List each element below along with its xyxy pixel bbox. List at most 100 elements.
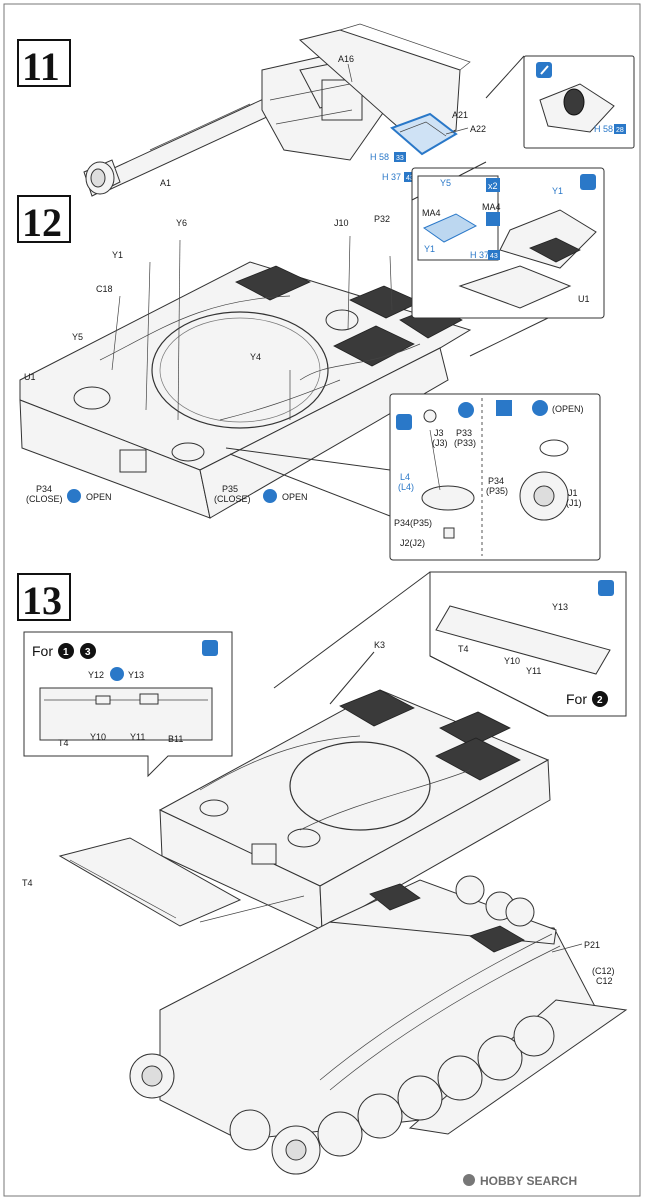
label-y6: Y6 xyxy=(176,218,187,228)
label-u1: U1 xyxy=(24,372,36,382)
label-p21: P21 xyxy=(584,940,600,950)
glue-icon-13a xyxy=(202,640,218,656)
inset-j1p: (J1) xyxy=(566,498,582,508)
label-t4: T4 xyxy=(22,878,33,888)
inset-left-y13: Y13 xyxy=(128,670,144,680)
rear-plate-t4 xyxy=(58,837,242,927)
water-drop-icon xyxy=(486,212,500,226)
inset-l4: L4 xyxy=(400,472,410,482)
label-a22: A22 xyxy=(470,124,486,134)
turret-frame-edge xyxy=(339,23,471,71)
inset-left-b11: B11 xyxy=(168,734,183,744)
glue-icon-13b xyxy=(598,580,614,596)
gun-barrel-a1 xyxy=(83,95,283,197)
step-11-number: 11 xyxy=(22,44,60,89)
inset-j3p: (J3) xyxy=(432,438,448,448)
road-wheels xyxy=(129,875,555,1175)
label-c18: C18 xyxy=(96,284,113,294)
step-13-box xyxy=(17,573,71,621)
ref-h37: H 37 xyxy=(382,172,401,182)
glue-icon-12b xyxy=(396,414,412,430)
hobby-search-watermark: HOBBY SEARCH xyxy=(463,1174,577,1188)
label-open-2: OPEN xyxy=(282,492,308,502)
rotate-icon-1 xyxy=(67,489,81,503)
inset-right-for: For xyxy=(566,691,587,707)
inset-left-t4: T4 xyxy=(58,738,69,748)
step-12-box xyxy=(17,195,71,243)
step-13-inset-left: For 1 3 Y12 Y13 T4 Y10 Y11 B11 xyxy=(23,631,233,778)
ref-h58-badge xyxy=(394,152,406,162)
inset-ref: H 58 xyxy=(594,124,613,134)
antenna-k3 xyxy=(329,651,375,705)
inset-right-y13: Y13 xyxy=(552,602,568,612)
inset-p34p35: P34(P35) xyxy=(394,518,432,528)
step-13-number: 13 xyxy=(22,578,62,623)
label-a21: A21 xyxy=(452,110,468,120)
inset-ref: H 37 xyxy=(470,250,489,260)
inset-j1: J1 xyxy=(568,488,578,498)
hull-deck-12 xyxy=(19,261,472,519)
label-y5: Y5 xyxy=(72,332,83,342)
inset-right-y10: Y10 xyxy=(504,656,520,666)
label-p34: P34 xyxy=(36,484,52,494)
circle-2 xyxy=(592,691,608,707)
label-k3: K3 xyxy=(374,640,385,650)
step-12-inset-top: Y5 MA4 MA4 Y1 x2 H 37 43 Y1 U1 xyxy=(411,161,605,357)
glue-icon-12 xyxy=(580,174,596,190)
inset-y5: Y5 xyxy=(440,178,451,188)
step-13: 13 For 1 3 Y12 Y13 T4 Y10 Y11 B11 xyxy=(17,571,628,1175)
inset-j2: J2(J2) xyxy=(400,538,425,548)
ref-h37-badge xyxy=(404,172,416,182)
page-border xyxy=(3,3,641,1197)
inset-right-y11: Y11 xyxy=(526,666,541,676)
label-a16: A16 xyxy=(338,54,354,64)
inset-p35p: (P35) xyxy=(486,486,508,496)
inset-left-y12: Y12 xyxy=(88,670,104,680)
inset-ref-num: 43 xyxy=(490,253,498,260)
inset-l4p: (L4) xyxy=(398,482,414,492)
label-p34-close: (CLOSE) xyxy=(26,494,63,504)
hobby-search-logo xyxy=(463,1174,475,1186)
circle-3 xyxy=(80,643,96,659)
inset-p33: P33 xyxy=(456,428,472,438)
inset-left-y11: Y11 xyxy=(130,732,145,742)
label-p32: P32 xyxy=(374,214,390,224)
inset-ma4-right: MA4 xyxy=(482,202,501,212)
step-11: 11 A16 A21 A22 A1 H 58 33 H 37 xyxy=(17,23,635,197)
inset-ref-num: 28 xyxy=(616,127,624,134)
label-c12-paren: (C12) xyxy=(592,966,615,976)
rotate-icon-2 xyxy=(263,489,277,503)
inset-p34: P34 xyxy=(488,476,504,486)
label-p35: P35 xyxy=(222,484,238,494)
label-a1: A1 xyxy=(160,178,171,188)
watermark-brand: HOBBY SEARCH xyxy=(480,1174,577,1188)
x2-badge xyxy=(486,178,500,192)
ref-h37-num: 43 xyxy=(406,175,414,182)
step-12-number: 12 xyxy=(22,200,62,245)
rotate-icon-3 xyxy=(458,402,474,418)
part-a22-highlight xyxy=(390,112,458,156)
label-c12: C12 xyxy=(596,976,613,986)
inset-right-t4: T4 xyxy=(458,644,469,654)
circle-1 xyxy=(58,643,74,659)
ref-h58-num: 33 xyxy=(396,155,404,162)
circle-3-text: 3 xyxy=(85,647,91,658)
inset-u1: U1 xyxy=(578,294,590,304)
circle-1-text: 1 xyxy=(63,647,69,658)
inset-ma4-left: MA4 xyxy=(422,208,441,218)
step-13-inset-right: Y13 T4 Y10 Y11 For 2 xyxy=(273,571,627,717)
inset-y1-right: Y1 xyxy=(552,186,563,196)
label-p35-close: (CLOSE) xyxy=(214,494,251,504)
step-11-inset: H 58 28 xyxy=(485,55,635,149)
inset-j3: J3 xyxy=(434,428,444,438)
label-j10: J10 xyxy=(334,218,349,228)
inset-left-y10: Y10 xyxy=(90,732,106,742)
circle-2-text: 2 xyxy=(597,695,603,706)
label-y1: Y1 xyxy=(112,250,123,260)
inset-p33p: (P33) xyxy=(454,438,476,448)
inset-x2: x2 xyxy=(488,181,498,191)
label-y4: Y4 xyxy=(250,352,261,362)
step-12-inset-bottom: J3 (J3) P33 (P33) L4 (L4) P34(P35) J2(J2… xyxy=(225,393,601,561)
step-12: 12 Y6 Y xyxy=(17,161,605,561)
